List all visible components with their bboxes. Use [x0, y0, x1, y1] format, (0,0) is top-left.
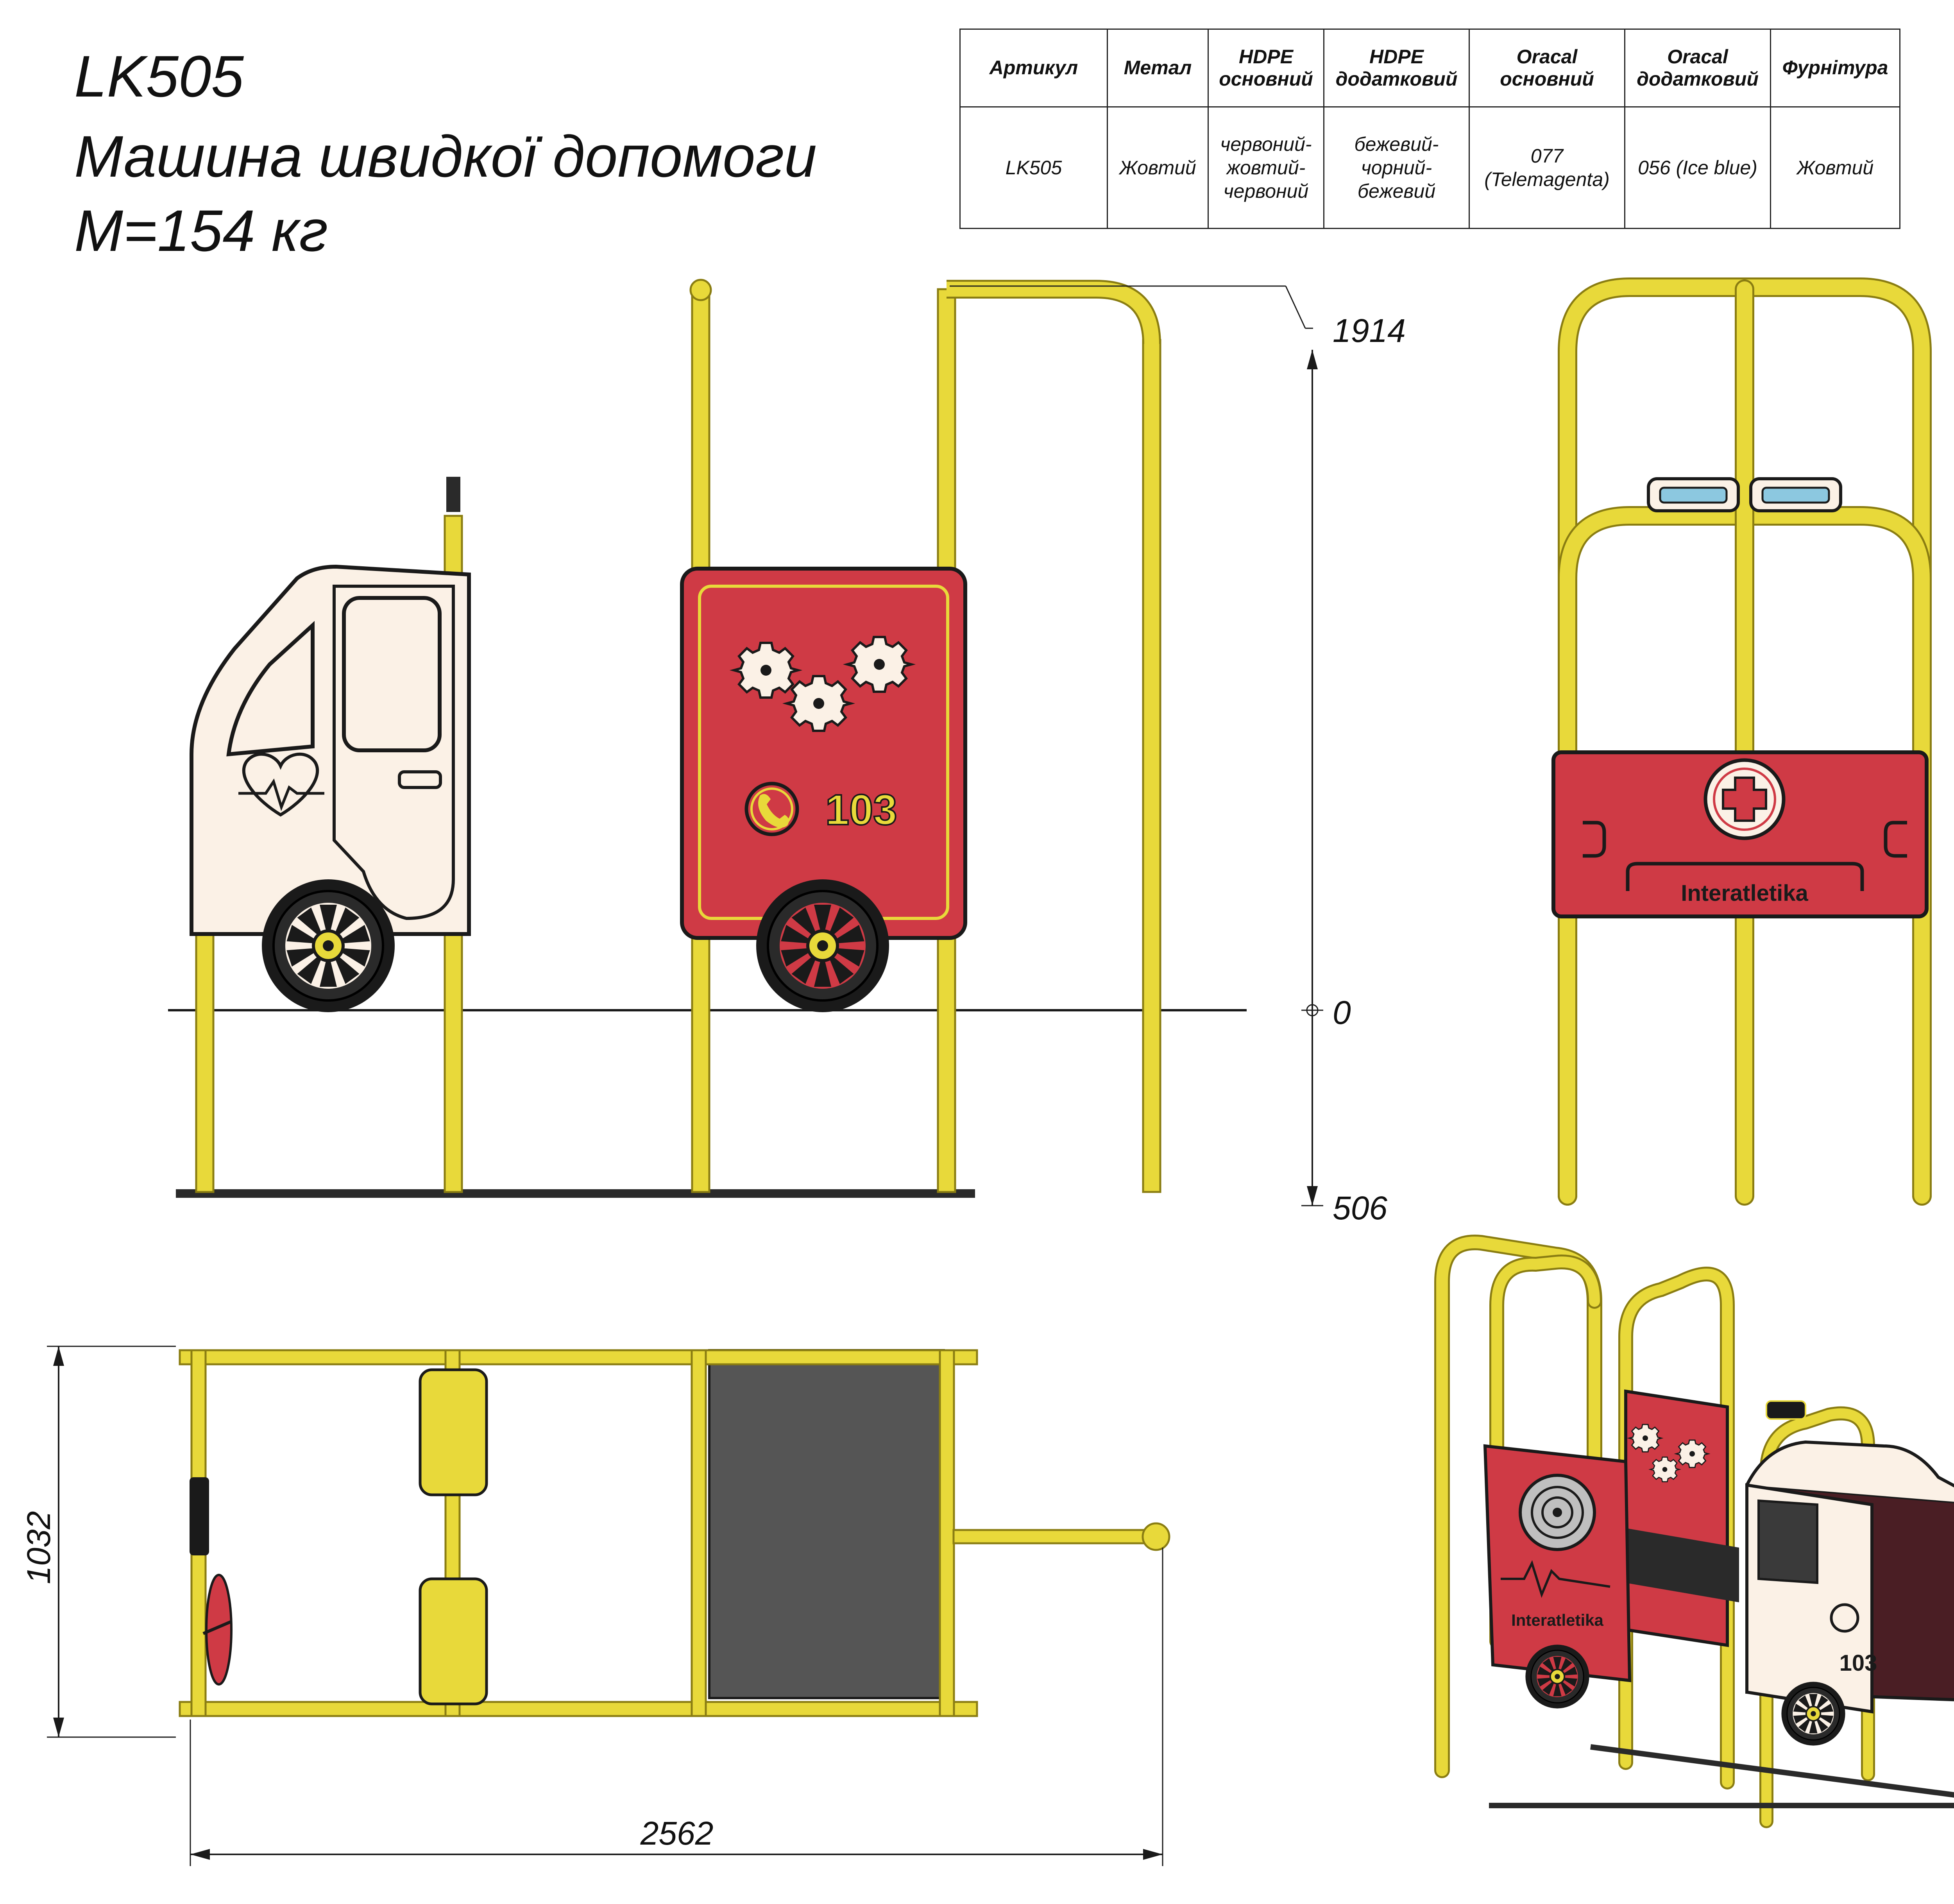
- iso-brand-text: Interatletika: [1511, 1611, 1603, 1629]
- spec-value-row: LK505 Жовтий червоний-жовтий-червоний бе…: [959, 106, 1900, 229]
- product-mass: M=154 кг: [74, 198, 328, 263]
- spec-header-cell: Метал: [1107, 29, 1209, 107]
- spec-value-cell: 077 (Telemagenta): [1469, 106, 1625, 229]
- iso-phone-number-text: 103: [1839, 1650, 1877, 1676]
- heart-pulse-icon: [238, 752, 324, 817]
- product-code: LK505: [74, 43, 244, 109]
- front-view: Interatletika: [1551, 277, 1932, 1206]
- maze-icon: [1519, 1474, 1596, 1551]
- steering-column: [446, 477, 460, 512]
- spec-value-cell: LK505: [959, 106, 1108, 229]
- spec-header-cell: HDPE основний: [1208, 29, 1324, 107]
- spec-header-cell: Oracal основний: [1469, 29, 1625, 107]
- spec-header-row: Артикул Метал HDPE основний HDPE додатко…: [959, 29, 1900, 107]
- width-dimension: [47, 1346, 176, 1738]
- roof-lights: [1647, 477, 1842, 512]
- spec-table: Артикул Метал HDPE основний HDPE додатко…: [959, 29, 1900, 229]
- spec-value-cell: 056 (Ice blue): [1624, 106, 1771, 229]
- iso-view: Interatletika 103: [1434, 1235, 1954, 1828]
- length-dimension: [190, 1548, 1163, 1866]
- dim-width-label: 1032: [20, 1511, 57, 1584]
- iso-rear-wheel: [1525, 1644, 1590, 1709]
- steering-wheel: [202, 1574, 233, 1686]
- phone-icon: [744, 782, 799, 836]
- top-view: 1032 2562: [20, 1346, 1170, 1866]
- rear-wheel: [756, 879, 889, 1012]
- iso-front-wheel: [1780, 1681, 1846, 1747]
- spec-header-cell: Фурнітура: [1770, 29, 1900, 107]
- spec-value-cell: червоний-жовтий-червоний: [1208, 106, 1324, 229]
- front-wheel: [262, 879, 395, 1012]
- brand-logo-text: Interatletika: [1681, 880, 1808, 906]
- dim-length-label: 2562: [640, 1815, 714, 1852]
- height-dimension: [950, 285, 1323, 1206]
- seats: [419, 1368, 488, 1705]
- spec-value-cell: Жовтий: [1107, 106, 1209, 229]
- phone-number-text: 103: [825, 786, 897, 834]
- side-view: 103 1914 0 506: [168, 279, 1406, 1226]
- spec-value-cell: Жовтий: [1770, 106, 1900, 229]
- spec-header-cell: Oracal додатковий: [1624, 29, 1771, 107]
- spec-value-cell: бежевий-чорний-бежевий: [1323, 106, 1470, 229]
- dim-ground-label: 0: [1333, 994, 1351, 1031]
- medical-cross-icon: [1703, 758, 1786, 840]
- side-panel: [190, 1477, 209, 1555]
- spec-header-cell: HDPE додатковий: [1323, 29, 1470, 107]
- spec-header-cell: Артикул: [959, 29, 1108, 107]
- floor-panel: [708, 1349, 945, 1699]
- dim-height-label: 1914: [1333, 312, 1406, 349]
- product-name: Машина швидкої допомоги: [74, 123, 817, 189]
- base-rail: [176, 1189, 975, 1198]
- dim-depth-label: 506: [1333, 1190, 1387, 1226]
